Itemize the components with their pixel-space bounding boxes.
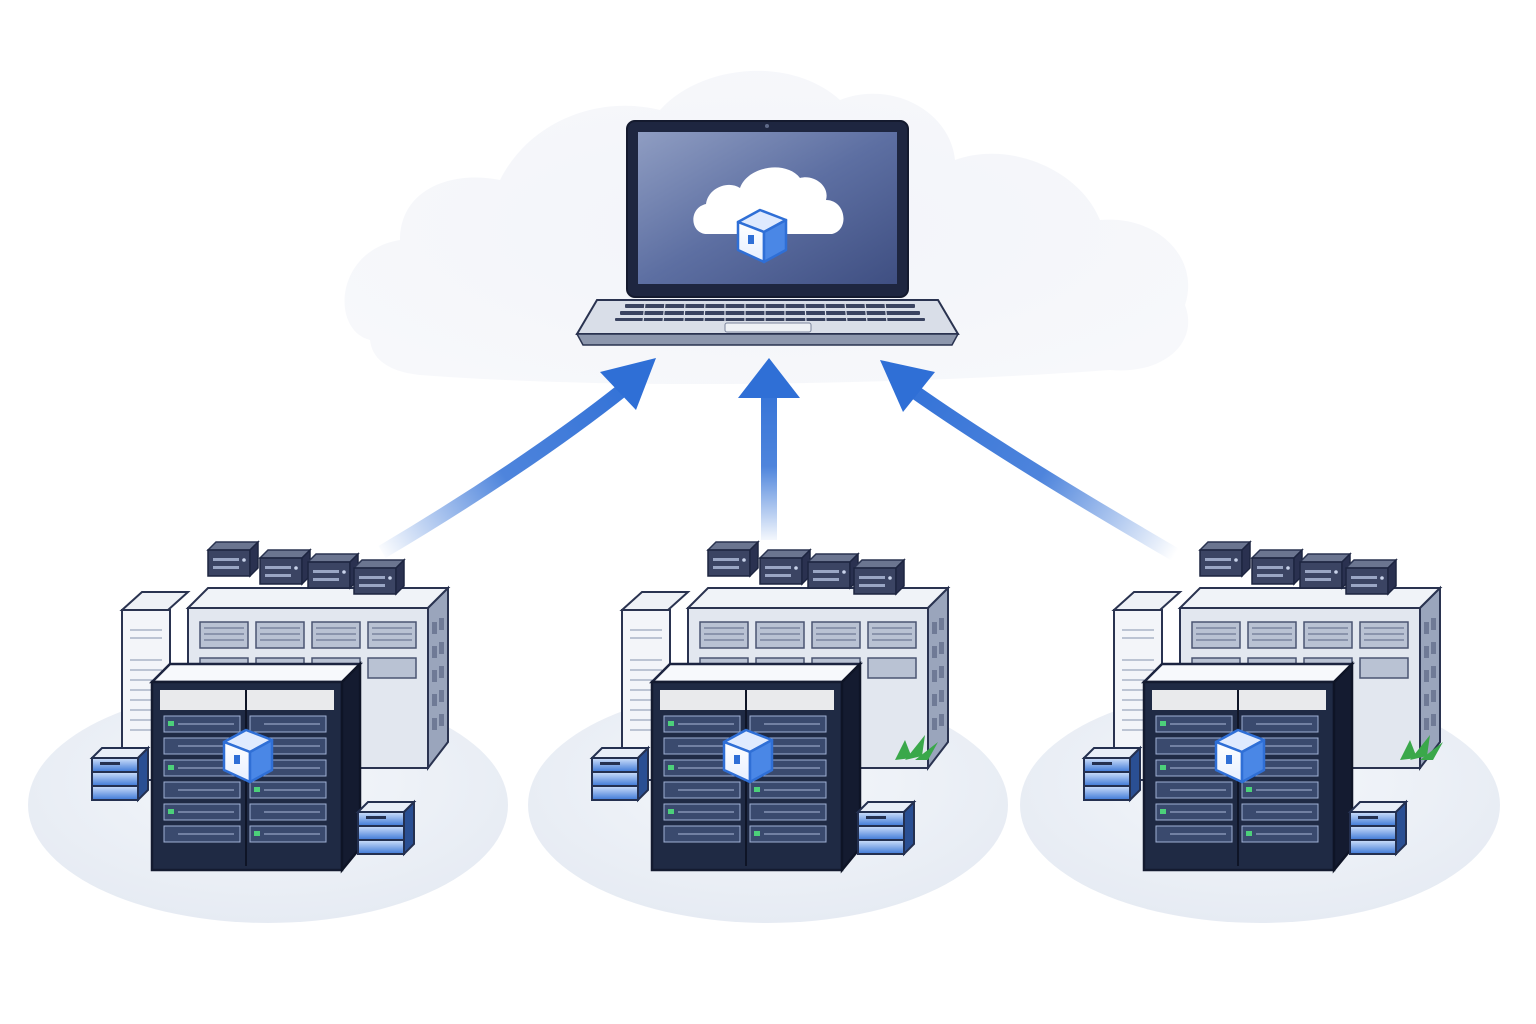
edge-arrow-center [738,358,800,540]
source-data-center-3 [1020,542,1500,923]
cloud-icon [693,167,844,234]
source-data-center-2 [528,542,1008,923]
central-laptop [575,120,960,346]
edge-arrow-left [378,358,656,559]
plant-icon [1400,735,1443,760]
package-cube-icon [736,208,788,264]
plant-icon [895,735,938,760]
source-data-center-1 [28,542,508,923]
edge-arrow-right [880,360,1180,562]
